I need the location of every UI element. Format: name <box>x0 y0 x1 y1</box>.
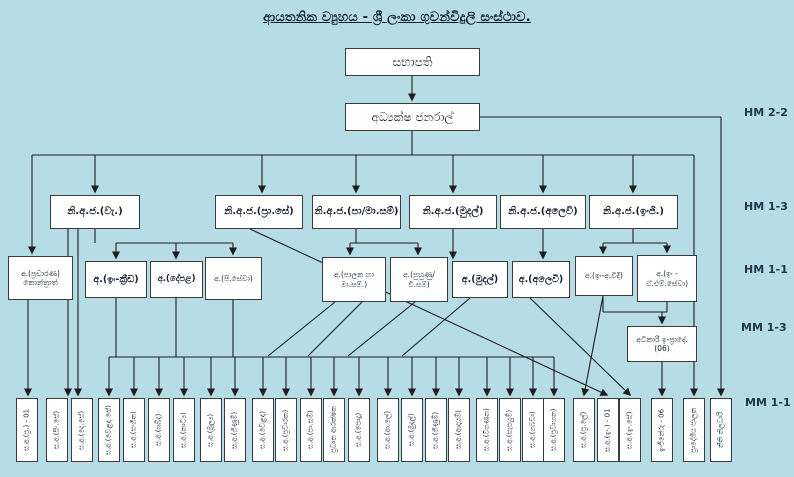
org-node-bottom-23: ස.අ.(ප්‍ර.ලේ) <box>573 398 595 462</box>
org-node-bottom-3: ස.අ.(දෙ.සේ) <box>71 398 93 462</box>
org-node-bottom-20: ස.අ.(සැපයුම්) <box>499 398 521 462</box>
grade-label-hm-2-2: HM 2-2 <box>744 106 788 119</box>
org-node-bottom-1: ස.අ.(ප්‍ර.) - 01 <box>16 398 38 462</box>
org-node-bottom-8: ස.අ.(මූල්‍ය) <box>200 398 222 462</box>
org-node-director-training: අ.(පුහුණු/ වි.සම්) <box>390 257 448 302</box>
org-node-bottom-22: ස.අ.(ප්‍රවාහන) <box>543 398 565 462</box>
org-node-bottom-10: ස.අ.(වෙළඳ) <box>252 398 274 462</box>
org-node-chairman: සභාපති <box>345 48 480 76</box>
org-node-ddg-admin-hr: නි.අ.ජ.(පා/මා.සම්) <box>312 195 401 229</box>
org-node-bottom-24: ස.අ.(ඉං.) - 01 <box>597 398 619 462</box>
org-node-bottom-25: ස.අ.(ඉං.සේ) <box>619 398 641 462</box>
org-node-director-services: අ.(පි.සේවා) <box>205 257 262 300</box>
org-node-bottom-11: ස.අ.(ප්‍රචාරක) <box>275 398 297 462</box>
org-node-bottom-13: ප්‍රධාන ආරක්ෂක <box>323 398 345 462</box>
org-node-ddg-programs: නි.අ.ජ.(වැ.) <box>50 195 140 229</box>
org-node-ddg-finance: නි.අ.ජ.(මුදල්) <box>409 195 497 229</box>
org-node-bottom-2: ස.අ.(සිං.සේ) <box>46 398 68 462</box>
org-node-director-finance: අ.(මුදල්) <box>452 261 508 298</box>
org-node-bottom-28: නීති නිලධාරී <box>710 398 732 462</box>
org-node-bottom-5: ස.අ.(සංගීත) <box>123 398 145 462</box>
org-node-ddg-engineering: නි.අ.ජ.(ඉංජි.) <box>589 195 678 229</box>
org-node-bottom-14: ස.අ.(පොදු) <box>348 398 370 462</box>
org-node-bottom-6: ස.අ.(ශබ්ද) <box>148 398 170 462</box>
grade-label-mm-1-3: MM 1-3 <box>741 321 787 334</box>
org-node-bottom-4: ස.අ.(වෙළඳ සේ) <box>98 398 120 462</box>
org-node-bottom-19: ස.අ.(විගණන) <box>476 398 498 462</box>
org-node-bottom-18: ස.අ.(ආදායම්) <box>448 398 470 462</box>
org-node-director-eng-1: අ.(ඉං-අ.විදි) <box>575 256 633 296</box>
org-node-director-property: අ.(දේපළ) <box>150 261 203 298</box>
org-node-ddg-marketing: නි.අ.ජ.(අලෙවි) <box>500 195 586 229</box>
org-node-superintendent-regional: අධිකාරී ඉ-ප්‍රාදේ. (06) <box>627 326 697 362</box>
grade-label-mm-1-1: MM 1-1 <box>745 396 791 409</box>
org-node-bottom-16: ස.අ.(මුදල්) <box>401 398 423 462</box>
org-node-director-general: අධ්‍යක්ෂ ජනරාල් <box>345 103 480 131</box>
org-node-bottom-17: ස.අ.(ගිණුම්) <box>425 398 447 462</box>
org-node-director-admin-hr: අ.(පාලන හා මා.සම්.) <box>322 257 386 302</box>
org-node-bottom-12: ස.අ.(පා.සම්) <box>300 398 322 462</box>
grade-label-hm-1-3: HM 1-3 <box>744 200 788 213</box>
org-node-ddg-regional-services: නි.අ.ජ.(ප්‍රා.සේ) <box>215 195 303 229</box>
org-node-bottom-7: ස.අ.(නාට්‍ය) <box>173 398 195 462</box>
org-node-bottom-21: ස.අ.(ගබඩා) <box>522 398 544 462</box>
org-node-bottom-15: ස.අ.(ආ.ලේ) <box>377 398 399 462</box>
page-title: ආයතනික ව්‍යුහය - ශ්‍රී ලංකා ගුවන්විදුලි … <box>263 10 531 25</box>
org-node-director-eng-am-services: අ.(ඉං - ඒ.එම්.සේවා) <box>637 255 697 302</box>
org-node-director-marketing: අ.(අලෙවි) <box>512 261 570 298</box>
org-node-director-sports: අ.(ඉං-ක්‍රීඩ) <box>85 261 147 298</box>
org-node-bottom-26: ඉංජිනේරු - 06 <box>651 398 673 462</box>
org-node-bottom-9: ස.අ.(ගිණුම්) <box>224 398 246 462</box>
org-node-bottom-27: ප්‍රාදේශීය පාලක <box>683 398 705 462</box>
grade-label-hm-1-1: HM 1-1 <box>744 263 788 276</box>
org-node-director-broadcast-contract: අ.(ප්‍රචාරණ) කොන්ත්‍රාත් <box>8 256 73 300</box>
